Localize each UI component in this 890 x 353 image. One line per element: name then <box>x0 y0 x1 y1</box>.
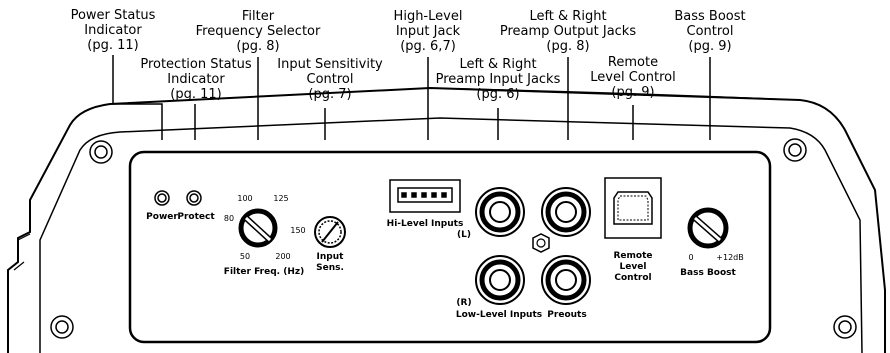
rca-jack-icon <box>475 255 525 305</box>
hi-level-connector-icon <box>389 179 461 213</box>
callout-remote-level: Remote Level Control (pg. 9) <box>590 55 676 100</box>
low-level-inputs-label: Low-Level Inputs <box>455 310 543 320</box>
protect-led-icon <box>186 190 202 206</box>
rca-jack-icon <box>541 187 591 237</box>
screw-icon <box>783 138 807 162</box>
led-indicators <box>154 190 202 206</box>
callout-power-status: Power Status Indicator (pg. 11) <box>70 8 156 53</box>
mounting-screws <box>50 138 857 339</box>
rca-jack-icon <box>475 187 525 237</box>
filter-tick-125: 125 <box>273 194 289 203</box>
screw-icon <box>833 315 857 339</box>
callout-preamp-output: Left & Right Preamp Output Jacks (pg. 8) <box>499 9 637 54</box>
callout-high-level-input: High-Level Input Jack (pg. 6,7) <box>393 9 463 54</box>
amplifier-body <box>7 86 886 353</box>
hi-level-inputs-label: Hi-Level Inputs <box>386 219 464 229</box>
bass-tick-max: +12dB <box>716 253 744 262</box>
input-sens-knob-icon <box>314 216 346 248</box>
callout-leaders <box>112 55 711 140</box>
callout-input-sensitivity: Input Sensitivity Control (pg. 7) <box>277 57 383 102</box>
bass-boost-label: Bass Boost <box>680 268 736 278</box>
rca-jacks <box>475 187 591 305</box>
bass-boost-knob-icon <box>687 207 729 249</box>
power-label: Power <box>146 212 178 222</box>
screw-icon <box>50 315 74 339</box>
right-channel-marker: (R) <box>456 298 472 308</box>
left-channel-marker: (L) <box>457 230 471 240</box>
filter-tick-100: 100 <box>237 194 253 203</box>
callout-filter-frequency: Filter Frequency Selector (pg. 8) <box>195 9 321 54</box>
filter-tick-200: 200 <box>275 252 291 261</box>
callout-preamp-input: Left & Right Preamp Input Jacks (pg. 6) <box>435 57 561 102</box>
input-sens-label: Input Sens. <box>316 252 344 273</box>
power-led-icon <box>154 190 170 206</box>
preouts-label: Preouts <box>547 310 587 320</box>
remote-level-label: Remote Level Control <box>613 251 653 283</box>
control-panel <box>128 150 772 344</box>
rca-jack-icon <box>541 255 591 305</box>
protect-label: Protect <box>177 212 215 222</box>
screw-icon <box>89 140 113 164</box>
filter-freq-label: Filter Freq. (Hz) <box>223 267 305 277</box>
bass-tick-min: 0 <box>688 253 694 262</box>
filter-tick-150: 150 <box>290 226 306 235</box>
filter-tick-80: 80 <box>223 214 235 223</box>
callout-bass-boost: Bass Boost Control (pg. 9) <box>674 9 746 54</box>
remote-jack-icon <box>604 177 662 239</box>
callout-protection-status: Protection Status Indicator (pg. 11) <box>140 57 252 102</box>
filter-tick-50: 50 <box>239 252 251 261</box>
ground-nut-icon <box>532 233 550 253</box>
filter-knob-icon <box>238 208 278 248</box>
